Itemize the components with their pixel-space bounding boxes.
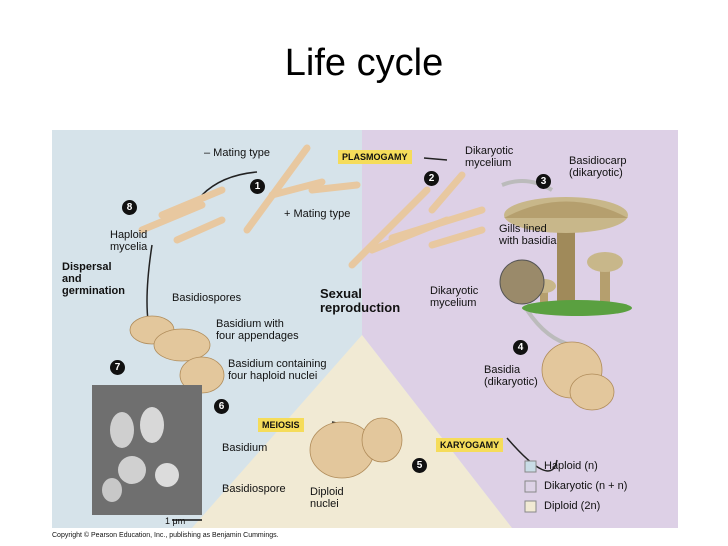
legend-swatch — [524, 480, 537, 493]
basidia-label-1: Basidia — [484, 364, 521, 376]
gills-detail — [499, 259, 545, 305]
dikaryotic-mycelium-2-label-2: mycelium — [430, 297, 477, 309]
plasmogamy-box: PLASMOGAMY — [338, 150, 412, 164]
dikaryotic-mycelium-label-1: Dikaryotic — [465, 145, 514, 157]
step-2-badge: 2 — [424, 171, 439, 186]
haploid-mycelia-label-1: Haploid — [110, 229, 148, 241]
grey-arrow-2 — [501, 179, 554, 192]
haploid-mycelia-label-2: mycelia — [110, 241, 148, 253]
life-cycle-diagram — [52, 130, 678, 528]
legend-haploid: Haploid (n) — [544, 460, 598, 472]
cycle-arrow — [201, 171, 258, 196]
dispersal-label-3: germination — [62, 285, 125, 297]
step-8-badge: 8 — [122, 200, 137, 215]
diploid-nuclei-label-2: nuclei — [310, 498, 339, 510]
legend-diploid: Diploid (2n) — [544, 500, 601, 512]
life-cycle-figure: – Mating type + Mating type PLASMOGAMY D… — [52, 130, 678, 528]
basidium-containing-label-1: Basidium containing — [228, 358, 327, 370]
dikaryotic-mycelium-2-label-1: Dikaryotic — [430, 285, 479, 297]
step-3-badge: 3 — [536, 174, 551, 189]
basidium-label: Basidium — [222, 442, 268, 454]
basidium-containing-label-2: four haploid nuclei — [228, 370, 318, 382]
basidiocarp-label-1: Basidiocarp — [569, 155, 627, 167]
dispersal-label-1: Dispersal — [62, 261, 112, 273]
step-7-badge: 7 — [110, 360, 125, 375]
minus-mating-label: – Mating type — [204, 147, 271, 159]
legend-dikaryotic: Dikaryotic (n + n) — [544, 480, 628, 492]
basidiospores-label: Basidiospores — [172, 292, 242, 304]
karyogamy-box: KARYOGAMY — [436, 438, 504, 452]
basidia-label-2: (dikaryotic) — [484, 376, 538, 388]
copyright-text: Copyright © Pearson Education, Inc., pub… — [52, 532, 279, 539]
sexual-label-2: reproduction — [320, 300, 401, 315]
basidia-clusters — [129, 315, 615, 479]
basidiocarp — [504, 197, 632, 316]
dispersal-label-2: and — [62, 273, 82, 285]
gills-label-1: Gills lined — [499, 223, 547, 235]
page-title: Life cycle — [284, 42, 444, 84]
plus-mating-label: + Mating type — [284, 208, 351, 220]
basidium-appendages-label-2: four appendages — [216, 330, 299, 342]
haploid-hyphae — [138, 144, 361, 244]
legend-swatch — [524, 500, 537, 513]
step-4-badge: 4 — [513, 340, 528, 355]
basidiospore-label: Basidiospore — [222, 483, 286, 495]
step-5-badge: 5 — [412, 458, 427, 473]
legend-swatch — [524, 460, 537, 473]
dikaryotic-mycelium-label-2: mycelium — [465, 157, 512, 169]
basidium-appendages-label-1: Basidium with — [216, 318, 284, 330]
karyogamy-arrow — [506, 437, 558, 472]
scale-label: 1 μm — [165, 516, 186, 526]
diploid-nuclei-label-1: Diploid — [310, 486, 344, 498]
meiosis-box: MEIOSIS — [258, 418, 304, 432]
step-6-badge: 6 — [214, 399, 229, 414]
step-1-badge: 1 — [250, 179, 265, 194]
basidiocarp-label-2: (dikaryotic) — [569, 167, 623, 179]
sexual-label-1: Sexual — [320, 286, 362, 301]
gills-label-2: with basidia — [499, 235, 557, 247]
plasmogamy-arrow — [423, 157, 448, 161]
dikaryotic-hyphae — [348, 171, 486, 269]
